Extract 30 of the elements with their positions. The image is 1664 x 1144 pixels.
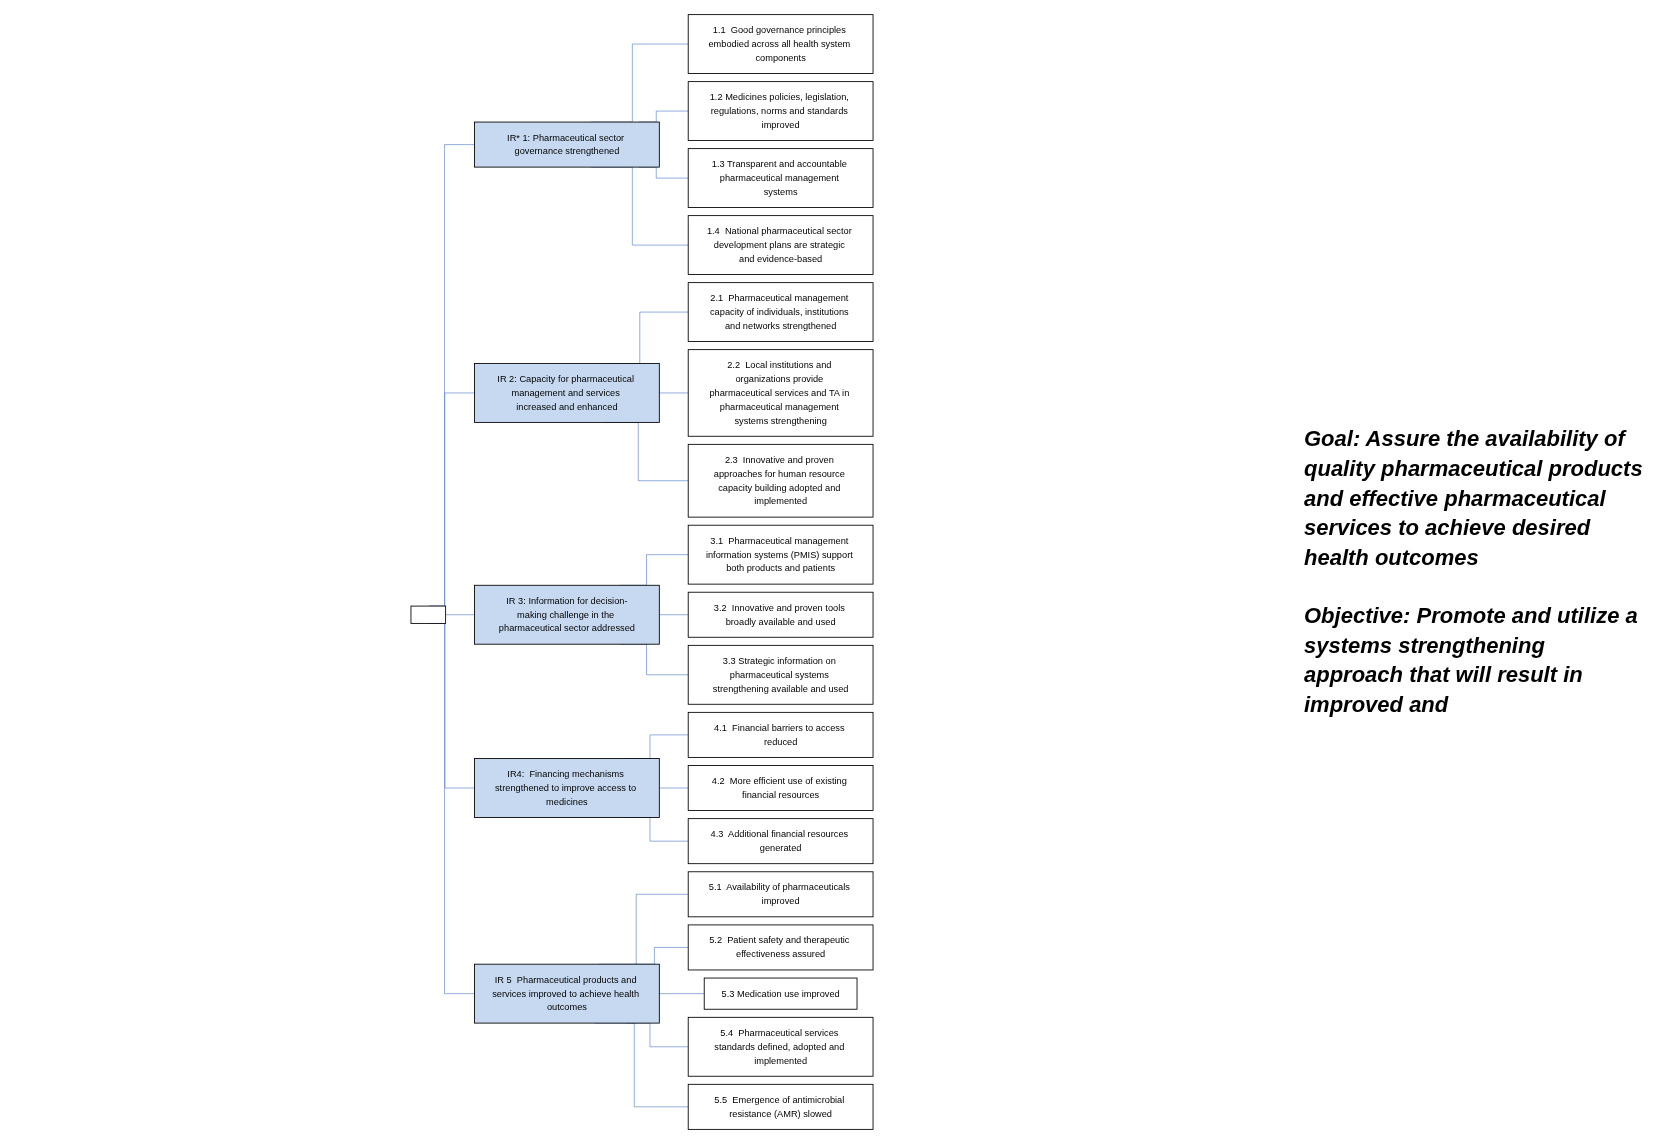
note-text: Goal: Assure the availability of quality pharmaceutical products and effective pharmaceutical services to achieve desired health outcomes <box>1304 425 1644 573</box>
node-box: 1.1 Good governance principles embodied across all health system components <box>687 14 874 74</box>
connector <box>659 392 689 394</box>
note-text: Objective: Promote and utilize a systems strengthening approach that will result in improved and <box>1304 601 1639 719</box>
node-box: 4.2 More efficient use of existing financial resources <box>687 765 874 811</box>
node-box <box>410 605 447 624</box>
node-box: IR* 1: Pharmaceutical sector governance strengthened <box>474 121 660 168</box>
node-box: 1.3 Transparent and accountable pharmaceutical management systems <box>687 148 874 208</box>
node-box: 2.1 Pharmaceutical management capacity of individuals, institutions and networks strengthened <box>687 282 874 342</box>
node-box: IR 5 Pharmaceutical products and services improved to achieve health outcomes <box>474 963 660 1024</box>
node-box: 1.4 National pharmaceutical sector development plans are strategic and evidence-based <box>687 215 874 275</box>
connector <box>659 787 689 789</box>
node-box: 5.5 Emergence of antimicrobial resistance (AMR) slowed <box>687 1083 874 1130</box>
node-box: 1.2 Medicines policies, legislation, regulations, norms and standards improved <box>687 81 874 141</box>
node-box: IR4: Financing mechanisms strengthened to improve access to medicines <box>474 758 660 818</box>
node-box: 4.3 Additional financial resources generated <box>687 818 874 865</box>
node-box: 4.1 Financial barriers to access reduced <box>687 711 874 758</box>
node-box: 5.1 Availability of pharmaceuticals improved <box>687 871 874 918</box>
node-box: 5.3 Medication use improved <box>703 977 858 1010</box>
node-box: 2.2 Local institutions and organizations provide pharmaceutical services and TA in pharmaceutical management systems strengthening <box>687 349 874 437</box>
node-box: 3.3 Strategic information on pharmaceutical systems strengthening available and used <box>687 644 874 705</box>
node-box: 3.1 Pharmaceutical management information systems (PMIS) support both products and patients <box>687 524 874 585</box>
node-box: 5.4 Pharmaceutical services standards defined, adopted and implemented <box>687 1016 874 1077</box>
connector <box>659 993 705 994</box>
node-box: 2.3 Innovative and proven approaches for human resource capacity building adopted and implemented <box>687 443 874 518</box>
node-box: IR 3: Information for decision-making challenge in the pharmaceutical sector addressed <box>474 584 660 645</box>
connector <box>659 614 689 616</box>
node-box: 3.2 Innovative and proven tools broadly available and used <box>687 591 874 638</box>
node-box: 5.2 Patient safety and therapeutic effectiveness assured <box>687 924 874 971</box>
node-box: IR 2: Capacity for pharmaceutical management and services increased and enhanced <box>474 363 660 423</box>
